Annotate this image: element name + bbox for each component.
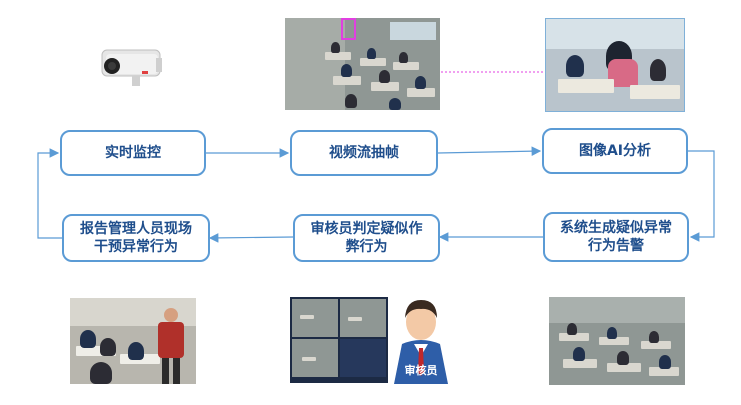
arrow-review-to-report xyxy=(208,233,294,243)
reviewer-avatar: 审核员 xyxy=(390,292,452,384)
camera-icon xyxy=(101,49,162,86)
step-frame-extraction-label: 视频流抽帧 xyxy=(329,145,399,161)
arrow-report-to-monitor xyxy=(37,148,62,239)
step-reviewer-judge-label: 审核员判定疑似作 弊行为 xyxy=(310,221,423,255)
step-realtime-monitoring-label: 实时监控 xyxy=(105,145,161,161)
reviewer-icon xyxy=(394,300,448,384)
step-report-intervene: 报告管理人员现场 干预异常行为 xyxy=(62,214,210,262)
step-realtime-monitoring: 实时监控 xyxy=(60,130,206,176)
step-report-intervene-label: 报告管理人员现场 干预异常行为 xyxy=(80,221,192,255)
arrow-ai-to-alert xyxy=(688,150,715,242)
frame-extraction-photo xyxy=(285,18,440,110)
step-system-alert: 系统生成疑似异常 行为告警 xyxy=(543,212,689,262)
manager-intervention-photo xyxy=(70,298,196,384)
arrow-extract-to-ai xyxy=(437,146,542,156)
highlight-box xyxy=(341,18,356,40)
step-reviewer-judge: 审核员判定疑似作 弊行为 xyxy=(293,214,440,262)
review-monitor-screens xyxy=(290,297,388,383)
step-ai-analysis: 图像AI分析 xyxy=(542,128,688,174)
step-frame-extraction: 视频流抽帧 xyxy=(290,130,438,176)
step-system-alert-label: 系统生成疑似异常 行为告警 xyxy=(560,220,672,254)
step-ai-analysis-label: 图像AI分析 xyxy=(578,143,652,159)
ai-analysis-photo xyxy=(545,18,685,112)
alert-scene-photo xyxy=(549,297,685,385)
reviewer-label: 审核员 xyxy=(404,364,438,377)
